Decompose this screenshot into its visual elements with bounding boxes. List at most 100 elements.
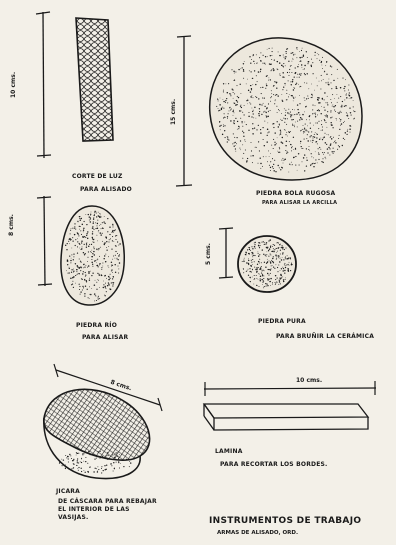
stipple-dot [273, 251, 274, 252]
stipple-dot [260, 158, 261, 159]
stipple-dot [108, 284, 109, 285]
stipple-dot [266, 256, 267, 257]
stipple-dot [240, 68, 241, 69]
stipple-dot [279, 124, 280, 125]
stipple-dot [322, 130, 323, 131]
stipple-dot [327, 134, 328, 135]
stipple-dot [118, 458, 119, 459]
stipple-dot [263, 270, 264, 271]
stipple-dot [348, 84, 349, 85]
stipple-dot [261, 273, 262, 274]
stipple-dot [345, 132, 346, 133]
stipple-dot [301, 57, 302, 58]
stipple-dot [112, 224, 113, 225]
stipple-dot [224, 113, 225, 114]
stipple-dot [242, 67, 243, 68]
stipple-dot [240, 84, 241, 85]
stipple-dot [291, 165, 292, 166]
stipple-dot [242, 131, 243, 132]
stipple-dot [266, 107, 267, 108]
stipple-dot [294, 88, 295, 89]
stipple-dot [285, 150, 286, 151]
stipple-dot [340, 96, 341, 97]
stipple-dot [264, 270, 265, 271]
stipple-dot [272, 158, 273, 159]
stipple-dot [115, 258, 116, 259]
stipple-dot [315, 132, 316, 133]
stipple-dot [252, 162, 253, 163]
stipple-dot [103, 470, 104, 471]
stipple-dot [93, 221, 94, 222]
stipple-dot [338, 112, 339, 113]
stipple-dot [76, 453, 77, 454]
stipple-dot [70, 230, 71, 231]
stipple-dot [273, 244, 274, 245]
dimension-line-corte [36, 12, 51, 158]
label-lamina-name: lamina [215, 448, 243, 455]
stipple-dot [256, 75, 257, 76]
stipple-dot [255, 147, 256, 148]
stipple-dot [242, 158, 243, 159]
stipple-dot [263, 280, 264, 281]
stipple-dot [287, 268, 288, 269]
stipple-dot [260, 267, 261, 268]
stipple-dot [284, 158, 286, 160]
stipple-dot [310, 128, 311, 129]
stipple-dot [266, 242, 267, 243]
stipple-dot [293, 97, 294, 98]
stipple-dot [252, 111, 253, 112]
stipple-dot [273, 85, 274, 86]
stipple-dot [325, 157, 326, 158]
stipple-dot [269, 48, 270, 49]
stipple-dot [251, 271, 252, 272]
stipple-dot [320, 149, 321, 150]
stipple-dot [90, 271, 91, 272]
stipple-dot [285, 65, 286, 66]
stipple-dot [328, 84, 329, 85]
stipple-dot [277, 69, 278, 70]
stipple-dot [335, 105, 336, 106]
stipple-dot [310, 165, 311, 166]
stipple-dot [71, 458, 72, 459]
stipple-dot [101, 267, 102, 268]
stipple-dot [93, 251, 94, 252]
stipple-dot [308, 149, 309, 150]
stipple-dot [330, 136, 331, 137]
stipple-dot [223, 91, 224, 92]
stipple-dot [337, 69, 338, 70]
stipple-dot [260, 60, 261, 61]
piedra-bola-sketch [210, 38, 362, 180]
stipple-dot [93, 247, 94, 248]
stipple-dot [78, 235, 79, 236]
stipple-dot [347, 129, 348, 130]
stipple-dot [260, 132, 261, 133]
stipple-dot [282, 257, 283, 258]
stipple-dot [79, 243, 80, 244]
stipple-dot [317, 114, 318, 115]
stipple-dot [73, 271, 74, 272]
stipple-dot [73, 459, 74, 460]
stipple-dot [81, 471, 82, 472]
stipple-dot [84, 221, 85, 222]
stipple-dot [326, 74, 327, 75]
stipple-dot [303, 125, 304, 126]
stipple-dot [294, 114, 295, 115]
stipple-dot [290, 81, 291, 82]
stipple-dot [65, 245, 66, 246]
stipple-dot [91, 212, 92, 213]
stipple-dot [245, 141, 246, 142]
stipple-dot [249, 268, 250, 269]
stipple-dot [113, 227, 114, 228]
stipple-dot [324, 99, 325, 100]
stipple-dot [312, 142, 313, 143]
stipple-dot [301, 50, 302, 51]
stipple-dot [344, 106, 345, 107]
stipple-dot [304, 100, 305, 101]
stipple-dot [80, 261, 81, 262]
stipple-dot [279, 281, 280, 282]
stipple-dot [245, 254, 246, 255]
stipple-dot [76, 452, 77, 453]
stipple-dot [73, 272, 74, 273]
stipple-dot [83, 230, 84, 231]
stipple-dot [284, 129, 285, 130]
